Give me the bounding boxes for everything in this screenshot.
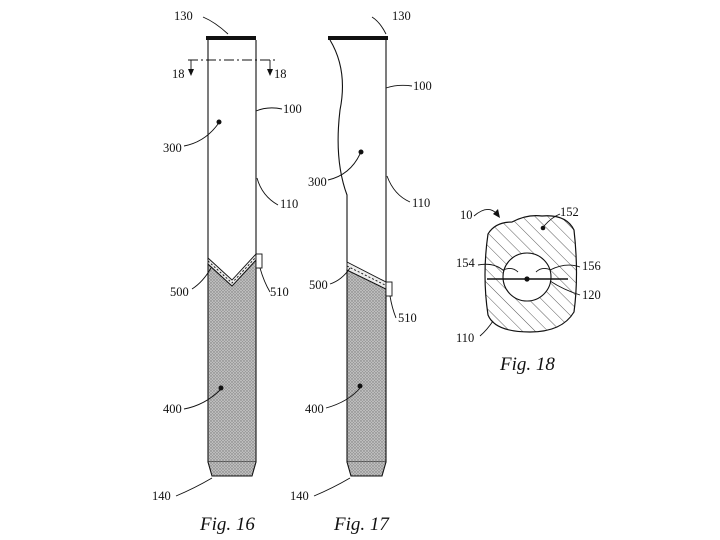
fig16-ref-140: 140 — [152, 489, 171, 503]
fig16-interface-tab — [256, 254, 262, 268]
fig17-interface-tab — [386, 282, 392, 296]
fig17-filled-region — [347, 270, 386, 462]
fig16-ref-500: 500 — [170, 285, 189, 299]
fig16-ref-18-right: 18 — [274, 67, 287, 81]
fig16-ref-18-left: 18 — [172, 67, 185, 81]
fig16-ref-510: 510 — [270, 285, 289, 299]
figure-16: 130 18 18 100 300 110 500 510 400 140 Fi… — [152, 9, 302, 535]
fig16-ref-100: 100 — [283, 102, 302, 116]
fig16-ref-400: 400 — [163, 402, 182, 416]
fig18-ref-110: 110 — [456, 331, 474, 345]
fig17-ref-500: 500 — [309, 278, 328, 292]
figure-17: 130 100 300 110 500 510 400 140 Fig. 17 — [290, 9, 432, 535]
fig17-ref-510: 510 — [398, 311, 417, 325]
fig16-filled-region — [208, 260, 256, 462]
fig17-ref-130: 130 — [392, 9, 411, 23]
fig17-ref-300: 300 — [308, 175, 327, 189]
fig18-center-element — [524, 276, 529, 281]
fig16-tip — [208, 462, 256, 476]
fig17-ref-110: 110 — [412, 196, 430, 210]
fig16-ref-300: 300 — [163, 141, 182, 155]
fig16-ref-110: 110 — [280, 197, 298, 211]
fig17-caption: Fig. 17 — [333, 514, 390, 535]
fig18-ref-10: 10 — [460, 208, 473, 222]
fig18-ref-152: 152 — [560, 205, 579, 219]
fig16-caption: Fig. 16 — [199, 514, 255, 535]
figure-18: 10 152 154 156 120 110 Fig. 18 — [456, 205, 601, 375]
fig17-ref-140: 140 — [290, 489, 309, 503]
fig18-ref-156: 156 — [582, 259, 601, 273]
fig18-ref-120: 120 — [582, 288, 601, 302]
fig17-top-cap — [328, 36, 388, 40]
fig16-ref-130: 130 — [174, 9, 193, 23]
fig17-ref-400: 400 — [305, 402, 324, 416]
fig17-tip — [347, 462, 386, 476]
fig17-ref-100: 100 — [413, 79, 432, 93]
fig16-top-cap — [206, 36, 256, 40]
fig18-caption: Fig. 18 — [499, 354, 555, 375]
fig18-ref-154: 154 — [456, 256, 476, 270]
